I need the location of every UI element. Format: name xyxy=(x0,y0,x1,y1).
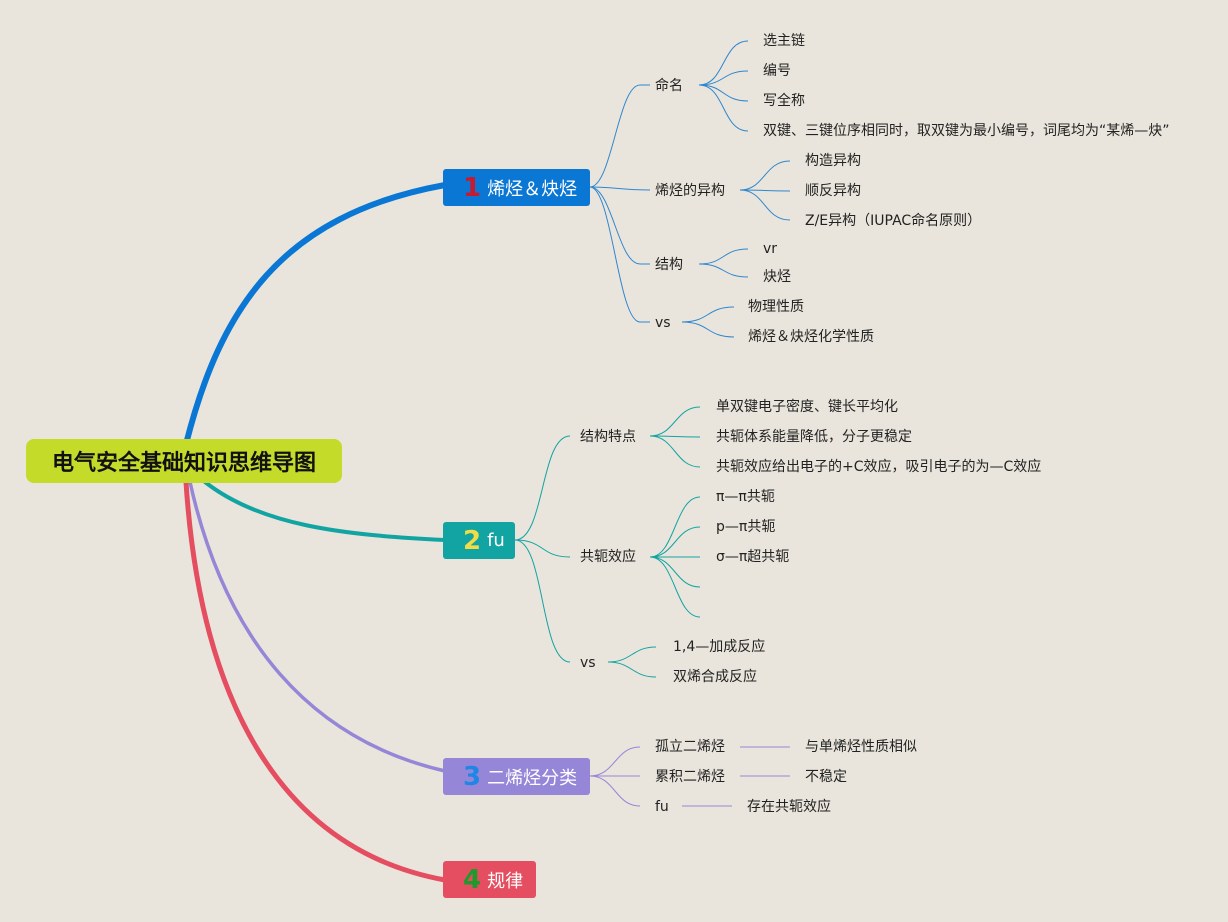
branch-2[interactable]: 2 fu xyxy=(443,522,515,559)
leaf-vs2-1[interactable]: 1,4—加成反应 xyxy=(673,639,766,655)
trunk-1 xyxy=(183,182,448,447)
trunk-3 xyxy=(188,480,447,773)
leaf-vs1-2[interactable]: 烯烃＆炔烃化学性质 xyxy=(748,329,874,345)
branch-3-label: 二烯烃分类 xyxy=(487,767,578,789)
leaf-conj-3[interactable]: σ—π超共轭 xyxy=(716,549,790,565)
leaf-naming-3[interactable]: 写全称 xyxy=(763,93,805,109)
branch-4-label: 规律 xyxy=(487,870,524,892)
subtopic-naming[interactable]: 命名 xyxy=(655,78,683,94)
leaf-naming-2[interactable]: 编号 xyxy=(763,63,791,79)
subtopic-fu[interactable]: fu xyxy=(655,799,669,815)
leaf-structure-2[interactable]: 炔烃 xyxy=(763,269,791,285)
trunk-2 xyxy=(203,480,447,542)
leaf-isomers-3[interactable]: Z/E异构（IUPAC命名原则） xyxy=(805,213,982,229)
subtopic-vs-2[interactable]: vs xyxy=(580,655,596,671)
root-topic[interactable]: 电气安全基础知识思维导图 xyxy=(26,439,342,483)
branch-2-label: fu xyxy=(487,530,505,551)
subtopic-isolated-diene[interactable]: 孤立二烯烃 xyxy=(655,739,725,755)
leaf-isomers-2[interactable]: 顺反异构 xyxy=(805,183,861,199)
leaf-naming-4[interactable]: 双键、三键位序相同时，取双键为最小编号，词尾均为“某烯—炔” xyxy=(763,123,1170,139)
subtopic-cumulated-diene[interactable]: 累积二烯烃 xyxy=(655,769,725,785)
root-title: 电气安全基础知识思维导图 xyxy=(51,451,316,476)
branch-1-number: 1 xyxy=(463,172,482,203)
branch-2-number: 2 xyxy=(463,525,482,556)
leaf-features-1[interactable]: 单双键电子密度、键长平均化 xyxy=(716,399,898,415)
branch-4-number: 4 xyxy=(463,864,482,895)
branch-1-label: 烯烃＆炔烃 xyxy=(487,178,578,200)
branch-3-number: 3 xyxy=(463,761,482,792)
leaf-fu[interactable]: 存在共轭效应 xyxy=(747,799,831,815)
leaf-features-2[interactable]: 共轭体系能量降低，分子更稳定 xyxy=(716,429,912,445)
subtopic-conjugation[interactable]: 共轭效应 xyxy=(580,549,636,565)
leaf-naming-1[interactable]: 选主链 xyxy=(763,33,805,49)
subtopic-structure[interactable]: 结构 xyxy=(655,257,683,273)
subtopic-features[interactable]: 结构特点 xyxy=(580,429,636,445)
leaf-conj-1[interactable]: π—π共轭 xyxy=(716,489,775,505)
leaf-isomers-1[interactable]: 构造异构 xyxy=(805,153,861,169)
leaf-vs2-2[interactable]: 双烯合成反应 xyxy=(673,669,757,685)
subtopic-vs-1[interactable]: vs xyxy=(655,315,671,331)
trunk-4 xyxy=(183,479,448,883)
branch-3[interactable]: 3 二烯烃分类 xyxy=(443,758,590,795)
leaf-conj-2[interactable]: p—π共轭 xyxy=(716,519,776,535)
subtopic-isomers[interactable]: 烯烃的异构 xyxy=(655,183,725,199)
leaf-structure-1[interactable]: vr xyxy=(763,241,778,257)
leaf-cumulated-diene[interactable]: 不稳定 xyxy=(805,769,847,785)
branch-4[interactable]: 4 规律 xyxy=(443,861,536,898)
leaf-isolated-diene[interactable]: 与单烯烃性质相似 xyxy=(805,739,917,755)
leaf-vs1-1[interactable]: 物理性质 xyxy=(748,299,804,315)
leaf-features-3[interactable]: 共轭效应给出电子的+C效应，吸引电子的为—C效应 xyxy=(716,459,1042,475)
branch-1[interactable]: 1 烯烃＆炔烃 xyxy=(443,169,590,206)
